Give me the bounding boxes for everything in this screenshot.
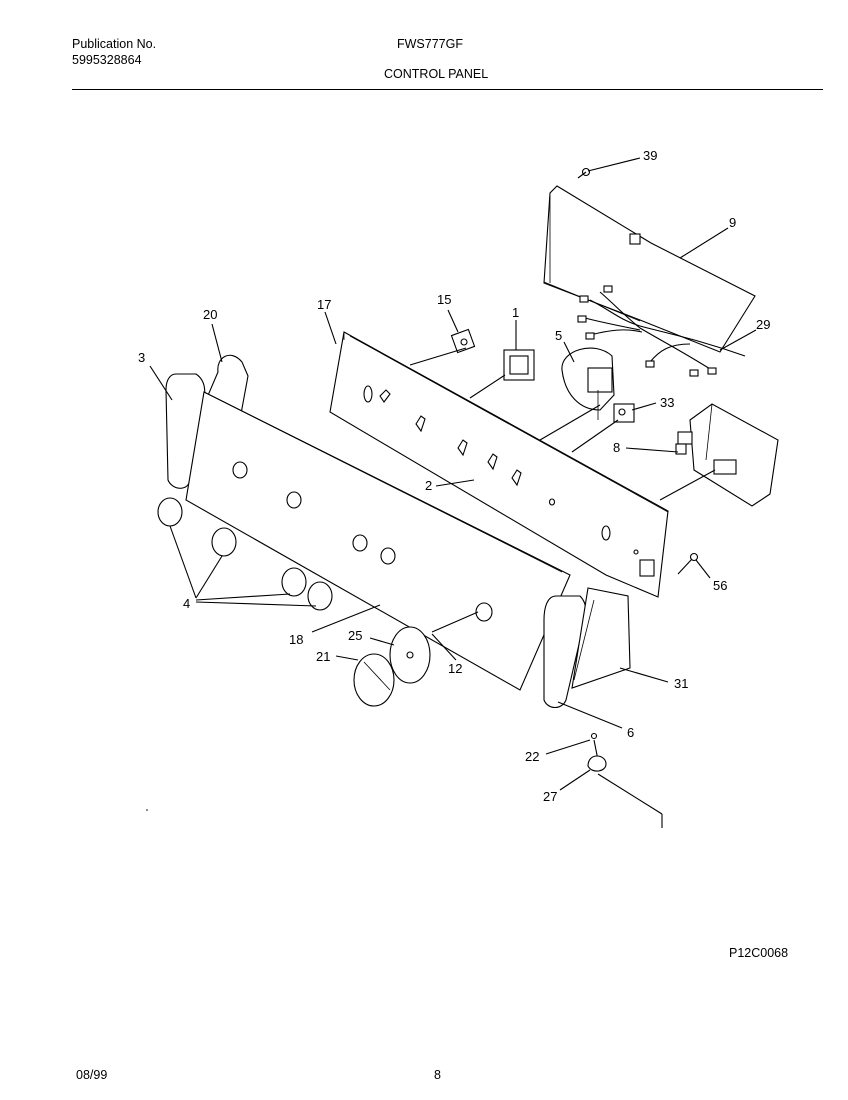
screw-part-39 [577,167,591,179]
callout-31: 31 [674,676,688,691]
timer-knob-part-21 [353,653,395,707]
callout-2: 2 [425,478,432,493]
end-cap-part-3 [165,373,206,489]
callout-20: 20 [203,307,217,322]
dial-ring-part-25 [389,626,431,684]
bracket-part-31 [571,587,631,689]
callout-4: 4 [183,596,190,611]
model-number: FWS777GF [397,37,463,51]
rear-cover-part-9 [543,185,756,353]
revision-date: 08/99 [76,1068,108,1082]
screw-part-56 [677,552,699,575]
wire-harness-part-29 [577,285,746,377]
callout-27: 27 [543,789,557,804]
callout-25: 25 [348,628,362,643]
header-rule [72,89,823,90]
callout-6: 6 [627,725,634,740]
switches-part-2 [379,389,522,487]
section-title: CONTROL PANEL [384,67,489,81]
callout-33: 33 [660,395,674,410]
callout-17: 17 [317,297,331,312]
callout-3: 3 [138,350,145,365]
publication-label: Publication No. [72,37,157,51]
callout-8: 8 [613,440,620,455]
callout-21: 21 [316,649,330,664]
switch-part-15 [450,328,476,354]
callout-15: 15 [437,292,451,307]
callout-39: 39 [643,148,657,163]
callout-29: 29 [756,317,770,332]
callout-12: 12 [448,661,462,676]
leader-lines [149,157,757,791]
knobs-part-4 [157,497,333,611]
console-panel-part-17 [329,331,669,598]
publication-number: 5995328864 [72,53,142,67]
drawing-code: P12C0068 [729,946,789,960]
shaft-part-12 [431,611,479,633]
callout-1: 1 [512,305,519,320]
callout-56: 56 [713,578,727,593]
switch-part-1 [503,349,535,381]
callout-18: 18 [289,632,303,647]
control-panel-part-18 [185,391,571,691]
timer-part-5 [561,347,615,420]
callout-5: 5 [555,328,562,343]
callout-9: 9 [729,215,736,230]
module-part-8 [675,403,779,507]
clip-part-27 [587,755,663,828]
page-number: 8 [434,1068,441,1082]
switch-part-33 [613,403,635,423]
callout-22: 22 [525,749,539,764]
